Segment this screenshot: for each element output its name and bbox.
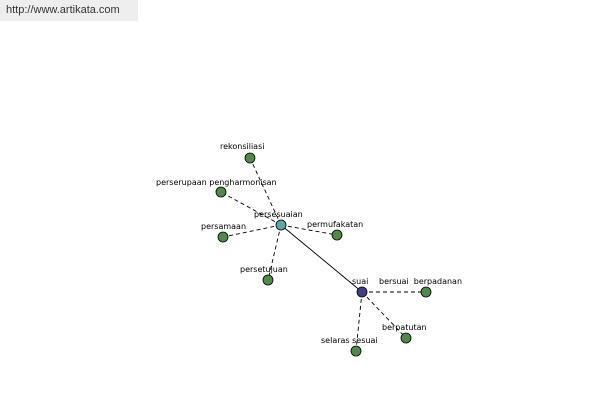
node-label-bersuai: bersuai berpadanan <box>379 277 462 286</box>
edge-persesuaian-persamaan <box>222 224 282 238</box>
node-circle-berpatutan[interactable] <box>400 332 412 344</box>
edge-persesuaian-persetujuan <box>267 224 282 281</box>
node-circle-rekonsiliasi[interactable] <box>244 152 256 164</box>
edge-persesuaian-permufakatan <box>280 224 338 236</box>
edge-suai-berpatutan <box>361 291 407 339</box>
edges-layer <box>220 157 426 352</box>
node-label-persamaan: persamaan <box>201 222 246 231</box>
node-label-persetujuan: persetujuan <box>240 265 288 274</box>
node-rekonsiliasi[interactable]: rekonsiliasi <box>220 142 264 164</box>
node-persetujuan[interactable]: persetujuan <box>240 265 288 286</box>
edge-persesuaian-perserupaan <box>220 191 282 226</box>
node-circle-suai[interactable] <box>356 286 368 298</box>
node-selaras[interactable]: selaras sesuai <box>321 336 378 357</box>
node-bersuai[interactable]: bersuai berpadanan <box>379 277 462 298</box>
node-circle-persetujuan[interactable] <box>262 274 274 286</box>
node-persesuaian[interactable]: persesuaian <box>254 210 303 231</box>
node-berpatutan[interactable]: berpatutan <box>382 323 427 344</box>
node-suai[interactable]: suai <box>352 277 368 298</box>
watermark-url: http://www.artikata.com <box>0 0 138 21</box>
edge-persesuaian-suai <box>280 224 363 293</box>
node-label-berpatutan: berpatutan <box>382 323 427 332</box>
node-label-perserupaan: perserupaan pengharmonisan <box>156 178 277 187</box>
edge-persesuaian-rekonsiliasi <box>249 157 282 226</box>
node-label-rekonsiliasi: rekonsiliasi <box>220 142 264 151</box>
edge-suai-selaras <box>355 291 363 352</box>
node-label-suai: suai <box>352 277 368 286</box>
node-circle-perserupaan[interactable] <box>215 186 227 198</box>
node-circle-bersuai[interactable] <box>420 286 432 298</box>
node-permufakatan[interactable]: permufakatan <box>307 220 363 241</box>
nodes-layer: persesuaian suai rekonsiliasi perserupaan p… <box>156 142 462 357</box>
node-circle-persesuaian[interactable] <box>275 219 287 231</box>
node-perserupaan[interactable]: perserupaan pengharmonisan <box>156 178 277 198</box>
node-circle-selaras[interactable] <box>350 345 362 357</box>
node-circle-persamaan[interactable] <box>217 231 229 243</box>
node-label-persesuaian: persesuaian <box>254 210 303 219</box>
node-label-selaras: selaras sesuai <box>321 336 378 345</box>
node-label-permufakatan: permufakatan <box>307 220 363 229</box>
node-persamaan[interactable]: persamaan <box>201 222 246 243</box>
node-circle-permufakatan[interactable] <box>331 229 343 241</box>
